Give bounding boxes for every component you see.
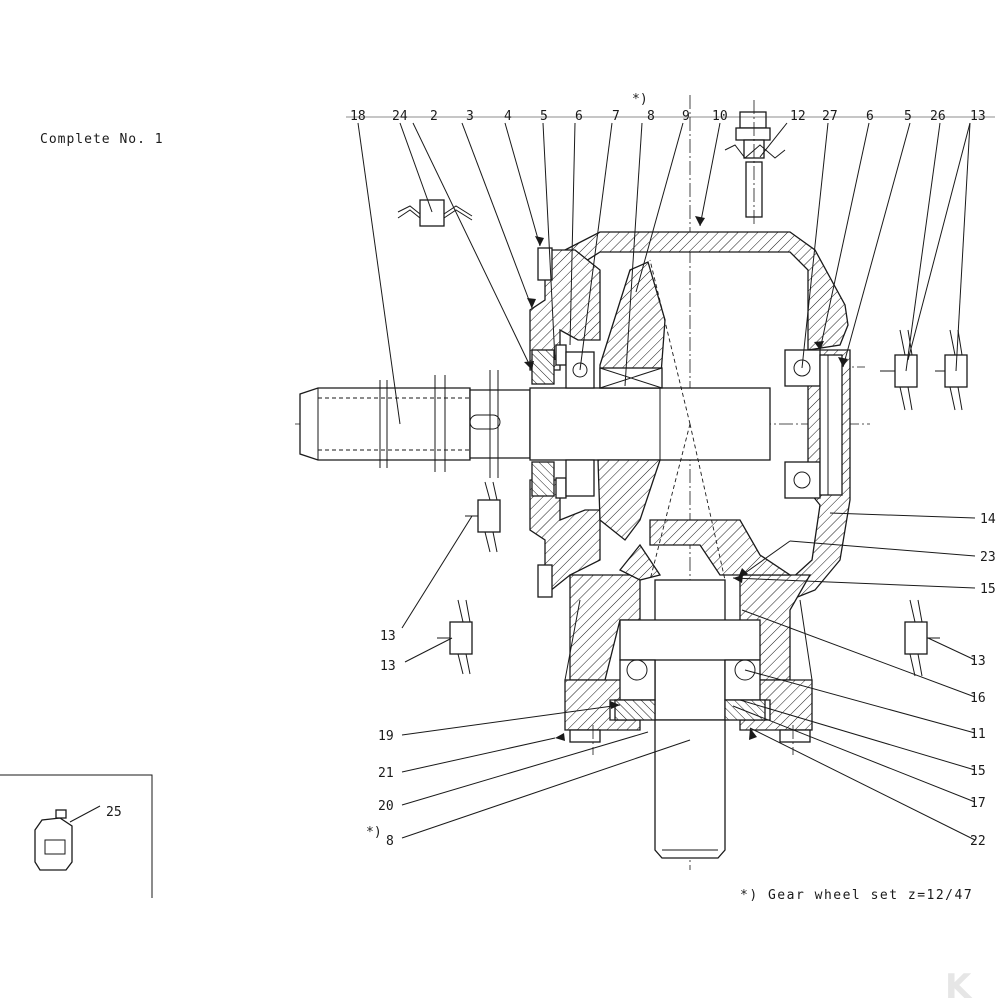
callout-3: 3 — [466, 109, 474, 124]
fastener-13-top-right — [935, 329, 968, 411]
output-shaft — [614, 579, 766, 859]
fastener-24 — [397, 199, 473, 227]
breather-plug — [724, 100, 786, 225]
oil-canister-inset — [0, 774, 153, 898]
callout-20: 20 — [378, 799, 394, 814]
callout-23: 23 — [980, 550, 996, 565]
arrowheads — [524, 216, 848, 741]
callout-16: 16 — [970, 691, 986, 706]
fastener-13-right — [904, 599, 940, 677]
callout-12: 12 — [790, 109, 806, 124]
fastener-26 — [880, 329, 918, 411]
leader-lines — [346, 116, 995, 841]
gear-set-footnote: *) Gear wheel set z=12/47 — [740, 888, 973, 903]
gear-set-mark-top: *) — [632, 92, 648, 107]
callout-5b: 5 — [904, 109, 912, 124]
callout-25: 25 — [106, 805, 122, 820]
callout-19: 19 — [378, 729, 394, 744]
callout-21: 21 — [378, 766, 394, 781]
complete-number-label: Complete No. 1 — [40, 132, 164, 147]
logo-icon: K — [945, 967, 973, 1005]
callout-15: 15 — [980, 582, 996, 597]
callout-10: 10 — [712, 109, 728, 124]
callout-2: 2 — [430, 109, 438, 124]
callout-17: 17 — [970, 796, 986, 811]
callout-13-top: 13 — [970, 109, 986, 124]
callout-26: 26 — [930, 109, 946, 124]
input-shaft — [299, 370, 771, 478]
callout-8: 8 — [647, 109, 655, 124]
callout-15b: 15 — [970, 764, 986, 779]
callout-8b: 8 — [386, 834, 394, 849]
callout-14: 14 — [980, 512, 996, 527]
callout-18: 18 — [350, 109, 366, 124]
gear-set-mark-bottom: *) — [366, 825, 382, 840]
callout-6b: 6 — [866, 109, 874, 124]
callout-4: 4 — [504, 109, 512, 124]
callout-22: 22 — [970, 834, 986, 849]
callout-9: 9 — [682, 109, 690, 124]
fastener-13-left-top — [465, 481, 501, 553]
callout-6: 6 — [575, 109, 583, 124]
callout-24: 24 — [392, 109, 408, 124]
callout-13-left-a: 13 — [380, 629, 396, 644]
svg-text:K: K — [945, 967, 973, 1000]
fastener-13-left-bottom — [437, 599, 473, 675]
input-seals — [531, 344, 567, 499]
callout-13-right: 13 — [970, 654, 986, 669]
ring-bevel-gear — [618, 259, 793, 581]
callout-labels: 18 24 2 3 4 5 6 7 8 9 10 12 27 6 5 26 13… — [106, 109, 996, 849]
input-pinion-gear — [565, 261, 666, 541]
callout-7: 7 — [612, 109, 620, 124]
callout-5: 5 — [540, 109, 548, 124]
callout-13-left-b: 13 — [380, 659, 396, 674]
callout-27: 27 — [822, 109, 838, 124]
callout-11: 11 — [970, 727, 986, 742]
